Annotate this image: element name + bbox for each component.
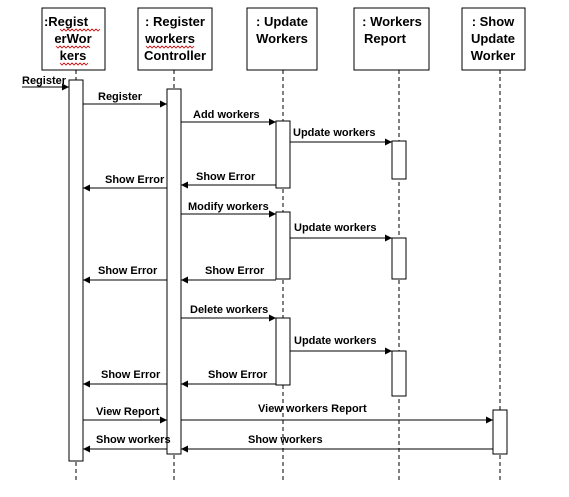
lifeline-label-line: Workers <box>256 31 308 46</box>
message-label: Show workers <box>248 434 323 446</box>
activation-bar <box>492 409 508 455</box>
activation-bars <box>68 79 508 462</box>
lifeline-label-line: Worker <box>471 48 516 63</box>
lifeline-header-update-workers: : Update Workers <box>246 7 318 71</box>
message-label: Delete workers <box>190 304 268 316</box>
message-label: Update workers <box>294 335 377 347</box>
message-label: Show Error <box>196 171 256 183</box>
lifeline-label-line: : Workers <box>362 14 422 29</box>
activation-bar <box>275 317 291 386</box>
message-labels: Register Register Add workers Update wor… <box>22 75 377 446</box>
lifeline-label-line: kers <box>60 48 87 63</box>
activation-bar <box>275 120 291 189</box>
lifeline-label-line: Controller <box>144 48 206 63</box>
message-label: Update workers <box>293 127 376 139</box>
lifeline-label-line: : Show <box>472 14 515 29</box>
message-label: Modify workers <box>188 201 269 213</box>
message-label: Update workers <box>294 222 377 234</box>
message-label: View Report <box>96 406 160 418</box>
message-label: Show Error <box>205 265 265 277</box>
message-label: Add workers <box>193 109 260 121</box>
message-label: Show workers <box>96 434 171 446</box>
lifeline-label-line: :Regist <box>44 14 89 29</box>
message-label: Show Error <box>208 369 268 381</box>
lifeline-header-register-workers: :Regist erWor kers <box>41 7 106 71</box>
activation-bar <box>275 211 291 280</box>
spellcheck-underline <box>59 62 89 66</box>
messages <box>22 83 493 453</box>
lifeline-label-line: erWor <box>54 31 91 46</box>
lifeline-label-line: : Update <box>256 14 308 29</box>
message-label: Show Error <box>105 174 165 186</box>
lifeline-label-line: workers <box>144 31 195 46</box>
lifeline-label-line: Update <box>471 31 515 46</box>
lifeline-header-register-workers-controller: : Register workers Controller <box>137 7 213 71</box>
spellcheck-underline <box>59 28 101 32</box>
message-label: Register <box>98 91 143 103</box>
lifeline-header-show-update-worker: : Show Update Worker <box>461 7 526 71</box>
activation-bar <box>391 350 407 397</box>
activation-bar <box>391 140 407 180</box>
activation-bar <box>391 237 407 280</box>
lifeline-header-workers-report: : Workers Report <box>353 7 430 71</box>
lifeline-label-line: : Register <box>145 14 205 29</box>
spellcheck-underline <box>55 45 91 49</box>
message-label: View workers Report <box>258 403 367 415</box>
message-label: Show Error <box>98 265 158 277</box>
message-label: Register <box>22 75 67 87</box>
activation-bar <box>68 79 84 462</box>
message-label: Show Error <box>101 369 161 381</box>
spellcheck-underline <box>145 45 195 49</box>
activation-bar <box>166 88 182 455</box>
lifeline-label-line: Report <box>364 31 407 46</box>
